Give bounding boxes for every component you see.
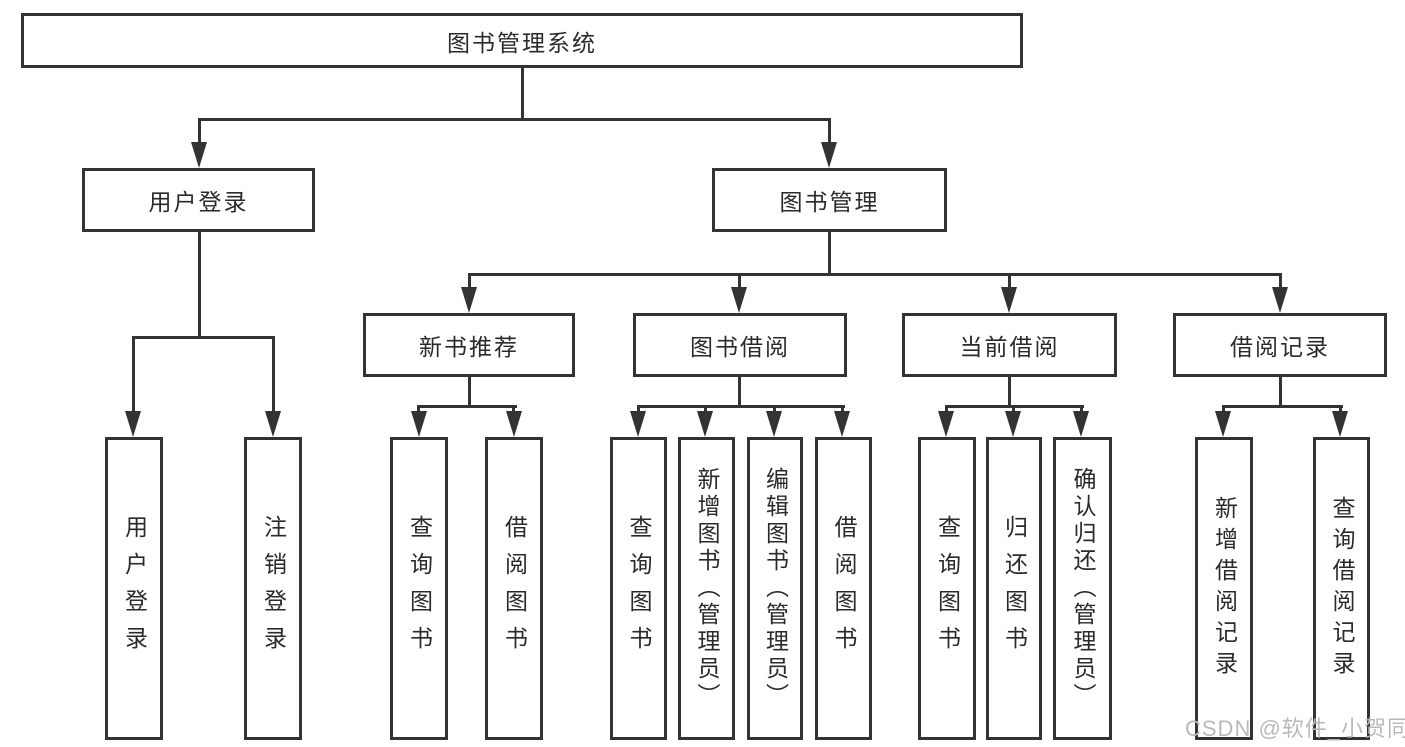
connector-drop-login-leaf: [132, 336, 135, 414]
leaf-nb-query-books-label: 查询图书: [406, 514, 433, 663]
leaf-user-login-label: 用户登录: [121, 514, 148, 663]
leaf-bb-borrow-books: 借阅图书: [815, 437, 872, 740]
connector-drop-current-borrow: [1008, 273, 1011, 289]
node-book-mgmt-label: 图书管理: [779, 189, 880, 215]
arrow-to-bb-add: [697, 411, 713, 437]
connector-new-books-bus: [417, 405, 517, 408]
connector-drop-nb-borrow: [512, 405, 515, 414]
node-system-root-label: 图书管理系统: [447, 29, 597, 56]
leaf-nb-borrow-books: 借阅图书: [485, 437, 543, 740]
node-system-root: 图书管理系统: [21, 13, 1023, 68]
arrow-to-cb-query: [938, 411, 954, 437]
node-new-books-label: 新书推荐: [419, 334, 519, 360]
connector-book-mgmt-stem: [828, 232, 831, 276]
node-current-borrow: 当前借阅: [902, 313, 1117, 377]
connector-drop-bb-query: [637, 405, 640, 414]
leaf-br-add-record: 新增借阅记录: [1195, 437, 1253, 740]
connector-drop-cb-return: [1012, 405, 1015, 414]
connector-root-bus: [198, 118, 831, 121]
arrow-to-bb-edit: [766, 411, 782, 437]
leaf-bb-add-books-admin-label: 新增图书（管理员）: [694, 467, 720, 710]
arrow-to-nb-query: [411, 411, 427, 437]
leaf-bb-query-books: 查询图书: [610, 437, 667, 740]
arrow-to-book-mgmt: [821, 142, 837, 168]
watermark: CSDN @软件_小贺同学: [1185, 716, 1405, 741]
connector-book-borrow-bus: [637, 405, 845, 408]
leaf-bb-edit-books-admin: 编辑图书（管理员）: [747, 437, 803, 740]
connector-drop-borrow-records: [1279, 273, 1282, 289]
leaf-bb-edit-books-admin-label: 编辑图书（管理员）: [762, 467, 789, 710]
connector-drop-user-login: [198, 118, 201, 144]
connector-drop-bb-borrow: [841, 405, 844, 414]
arrow-to-current-borrow: [1001, 287, 1017, 313]
leaf-logout: 注销登录: [244, 437, 302, 740]
leaf-br-query-record: 查询借阅记录: [1313, 437, 1370, 740]
connector-book-borrow-stem: [738, 377, 741, 407]
node-borrow-records: 借阅记录: [1173, 313, 1387, 377]
leaf-cb-confirm-return-admin: 确认归还（管理员）: [1053, 437, 1112, 740]
leaf-br-query-record-label: 查询借阅记录: [1329, 495, 1355, 682]
leaf-bb-query-books-label: 查询图书: [626, 514, 652, 663]
arrow-to-login-leaf: [125, 411, 141, 437]
leaf-bb-add-books-admin: 新增图书（管理员）: [678, 437, 735, 740]
connector-drop-new-books: [468, 273, 471, 289]
arrow-to-borrow-records: [1272, 287, 1288, 313]
arrow-to-cb-return: [1005, 411, 1021, 437]
arrow-to-bb-borrow: [834, 411, 850, 437]
leaf-cb-query-books: 查询图书: [918, 437, 976, 740]
node-book-borrow: 图书借阅: [633, 313, 847, 377]
connector-drop-book-borrow: [738, 273, 741, 289]
leaf-cb-return-books-label: 归还图书: [1001, 514, 1028, 663]
connector-borrow-records-bus: [1222, 405, 1343, 408]
leaf-cb-return-books: 归还图书: [986, 437, 1042, 740]
connector-drop-bb-add: [704, 405, 707, 414]
leaf-cb-confirm-return-admin-label: 确认归还（管理员）: [1070, 467, 1096, 710]
connector-borrow-records-stem: [1279, 377, 1282, 407]
leaf-logout-label: 注销登录: [260, 514, 287, 663]
node-borrow-records-label: 借阅记录: [1230, 334, 1330, 360]
arrow-to-br-add: [1215, 411, 1231, 437]
connector-drop-cb-query: [945, 405, 948, 414]
node-book-mgmt: 图书管理: [712, 168, 947, 232]
connector-drop-br-add: [1222, 405, 1225, 414]
connector-drop-nb-query: [417, 405, 420, 414]
arrow-to-new-books: [461, 287, 477, 313]
arrow-to-user-login: [191, 142, 207, 168]
connector-drop-logout-leaf: [272, 336, 275, 414]
leaf-nb-query-books: 查询图书: [390, 437, 448, 740]
node-book-borrow-label: 图书借阅: [690, 334, 790, 360]
connector-book-mgmt-bus: [468, 273, 1282, 276]
connector-user-login-stem: [198, 232, 201, 338]
leaf-br-add-record-label: 新增借阅记录: [1211, 495, 1238, 682]
node-current-borrow-label: 当前借阅: [959, 334, 1060, 360]
connector-drop-cb-confirm: [1080, 405, 1083, 414]
node-new-books: 新书推荐: [363, 313, 575, 377]
node-user-login-label: 用户登录: [148, 189, 249, 215]
node-user-login: 用户登录: [82, 168, 315, 232]
connector-user-login-bus: [132, 336, 275, 339]
arrow-to-logout-leaf: [265, 411, 281, 437]
arrow-to-cb-confirm: [1073, 411, 1089, 437]
leaf-cb-query-books-label: 查询图书: [934, 514, 961, 663]
arrow-to-br-query: [1332, 411, 1348, 437]
arrow-to-bb-query: [630, 411, 646, 437]
connector-drop-book-mgmt: [828, 118, 831, 144]
connector-drop-bb-edit: [773, 405, 776, 414]
leaf-nb-borrow-books-label: 借阅图书: [501, 514, 528, 663]
connector-current-borrow-stem: [1008, 377, 1011, 407]
connector-drop-br-query: [1339, 405, 1342, 414]
arrow-to-nb-borrow: [506, 411, 522, 437]
leaf-user-login: 用户登录: [105, 437, 163, 740]
leaf-bb-borrow-books-label: 借阅图书: [831, 514, 857, 663]
connector-new-books-stem: [468, 377, 471, 407]
arrow-to-book-borrow: [731, 287, 747, 313]
connector-root-stem: [521, 68, 524, 120]
